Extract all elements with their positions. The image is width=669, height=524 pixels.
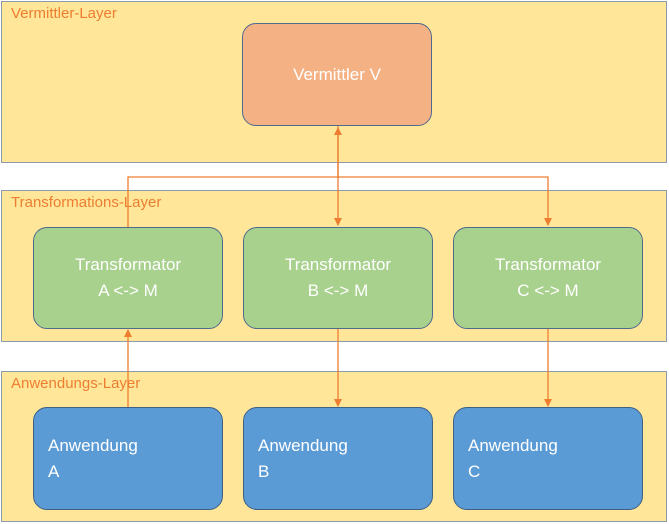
anwendung-a-title: Anwendung	[48, 435, 138, 455]
transformator-a-title: Transformator	[74, 255, 182, 274]
transformator-a-mapping: A <-> M	[98, 281, 158, 300]
anwendung-c-box: Anwendung C	[453, 407, 643, 510]
transformator-a-box: Transformator A <-> M	[33, 227, 223, 329]
anwendung-c-title: Anwendung	[468, 435, 558, 455]
arrow-vermittler-to-transformator-c	[338, 176, 552, 226]
arrow-transformator-a-to-vermittler	[127, 127, 342, 227]
transformator-c-mapping: C <-> M	[517, 281, 579, 300]
vermittler-v-box: Vermittler V	[242, 23, 432, 126]
anwendung-b-box: Anwendung B	[243, 407, 433, 510]
transformator-b-box: Transformator B <-> M	[243, 227, 433, 329]
anwendung-b-title: Anwendung	[258, 435, 348, 455]
transformations-layer-label: Transformations-Layer	[11, 194, 162, 211]
vermittler-layer-label: Vermittler-Layer	[11, 5, 117, 22]
vermittler-v-label: Vermittler V	[293, 64, 381, 84]
transformator-b-title: Transformator	[284, 255, 392, 274]
anwendung-b-letter: B	[258, 461, 270, 481]
transformator-b-mapping: B <-> M	[307, 281, 369, 300]
transformator-c-title: Transformator	[494, 255, 602, 274]
anwendung-c-letter: C	[468, 461, 481, 481]
transformator-c-box: Transformator C <-> M	[453, 227, 643, 329]
anwendung-a-letter: A	[48, 461, 60, 481]
anwendung-a-box: Anwendung A	[33, 407, 223, 510]
anwendungs-layer-label: Anwendungs-Layer	[11, 375, 141, 392]
